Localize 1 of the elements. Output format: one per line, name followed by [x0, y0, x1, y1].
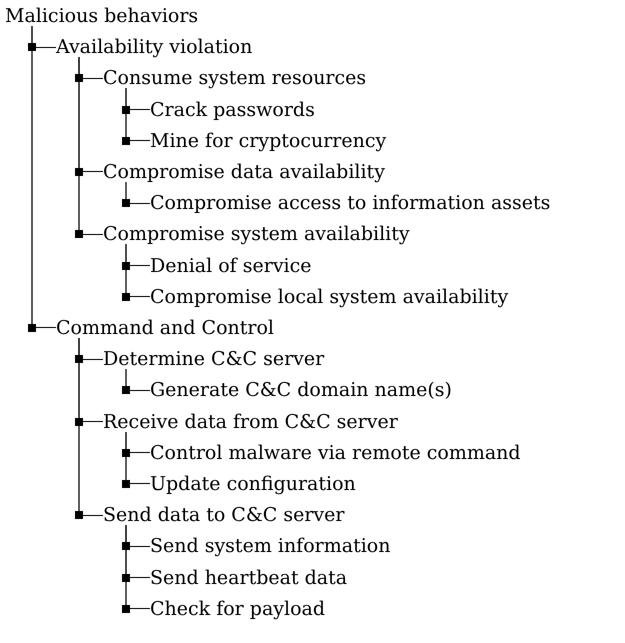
tree-node-label: Malicious behaviors [4, 4, 200, 28]
